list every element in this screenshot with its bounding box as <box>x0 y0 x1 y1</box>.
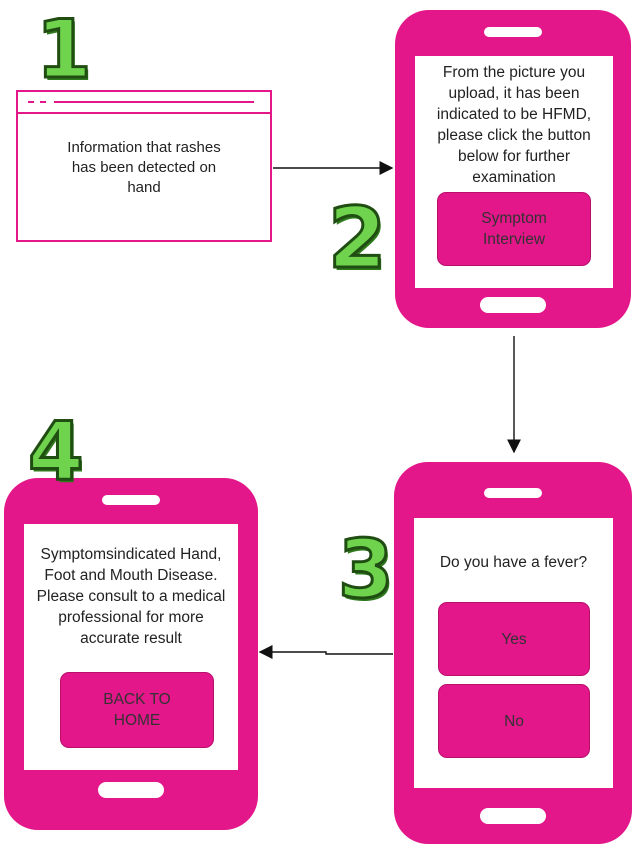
phone-home-button[interactable] <box>480 808 546 824</box>
phone-speaker <box>484 27 542 37</box>
phone-screen: From the picture you upload, it has been… <box>415 56 613 288</box>
phone-step-3: Do you have a fever? Yes No <box>394 462 632 844</box>
desktop-window: Information that rashes has been detecte… <box>16 90 272 242</box>
phone-home-button[interactable] <box>98 782 164 798</box>
titlebar-line <box>54 101 254 103</box>
window-message: Information that rashes has been detecte… <box>67 139 221 196</box>
no-button[interactable]: No <box>438 684 590 758</box>
phone-step-4: Symptomsindicated Hand, Foot and Mouth D… <box>4 478 258 830</box>
phone-home-button[interactable] <box>480 297 546 313</box>
step-number-1: 1 <box>35 3 94 96</box>
phone4-message: Symptomsindicated Hand, Foot and Mouth D… <box>36 546 226 647</box>
fever-question: Do you have a fever? <box>439 554 588 571</box>
arrow-phone3-to-phone4 <box>258 645 393 659</box>
step-number-4: 4 <box>27 405 86 498</box>
yes-button[interactable]: Yes <box>438 602 590 676</box>
titlebar-dash <box>28 101 34 103</box>
phone-screen: Do you have a fever? Yes No <box>414 518 613 788</box>
phone-speaker <box>484 488 542 498</box>
phone-step-2: From the picture you upload, it has been… <box>395 10 631 328</box>
step-number-2: 2 <box>326 189 387 287</box>
phone-speaker <box>102 495 160 505</box>
step-number-3: 3 <box>337 523 396 616</box>
back-to-home-button[interactable]: BACK TO HOME <box>60 672 214 748</box>
symptom-interview-button[interactable]: Symptom Interview <box>437 192 591 266</box>
window-titlebar <box>18 92 270 114</box>
phone2-message: From the picture you upload, it has been… <box>436 64 592 186</box>
titlebar-dash <box>40 101 46 103</box>
phone-screen: Symptomsindicated Hand, Foot and Mouth D… <box>24 524 238 770</box>
